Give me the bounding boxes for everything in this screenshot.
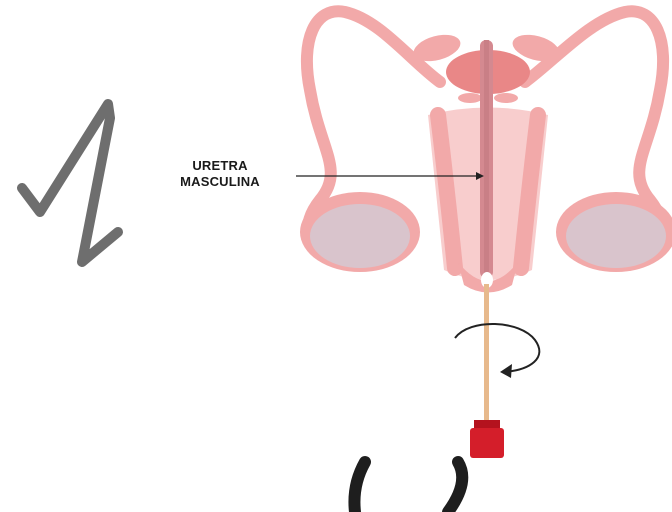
urethra-label: URETRA MASCULINA: [150, 158, 290, 190]
bulbourethral-gland-left: [458, 93, 482, 103]
urethra-label-line2: MASCULINA: [150, 174, 290, 190]
bulbourethral-gland-right: [494, 93, 518, 103]
scribble-left-mark: [22, 104, 118, 262]
rotation-arrow: [455, 324, 539, 372]
urethra-label-line1: URETRA: [150, 158, 290, 174]
scribble-bottom-right-mark: [448, 462, 462, 512]
testis-left: [310, 204, 410, 268]
testis-right: [566, 204, 666, 268]
urethra-inner: [484, 40, 489, 278]
scribble-bottom-left-mark: [354, 462, 365, 512]
swab-shaft: [484, 284, 489, 430]
rotation-arrow-head: [500, 364, 512, 378]
swab-cap: [470, 428, 504, 458]
